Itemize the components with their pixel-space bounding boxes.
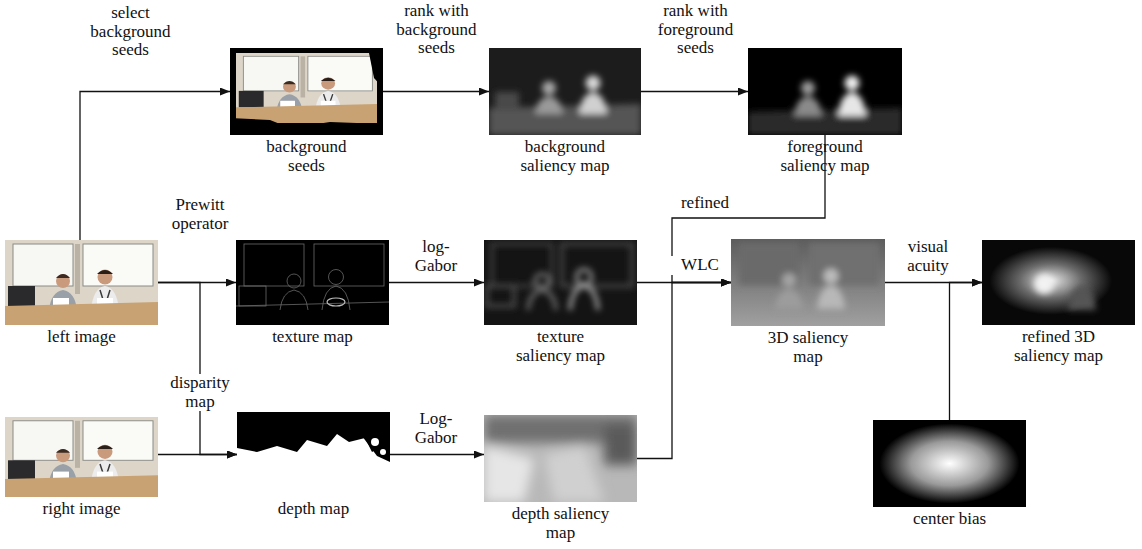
edge-label: rank with background seeds (389, 2, 484, 58)
image-panel: foreground saliency map (748, 48, 902, 135)
image-panel: left image (5, 240, 158, 325)
connector-arrow (389, 282, 484, 283)
left-image-picture (5, 240, 158, 325)
image-panel: background saliency map (489, 48, 641, 135)
image-caption: right image (2, 500, 162, 519)
image-panel: depth saliency map (484, 415, 637, 502)
connector-arrow (383, 91, 489, 92)
edge-label: select background seeds (83, 4, 178, 60)
edge-label: Log-Gabor (410, 410, 462, 447)
connector-arrow (641, 91, 748, 92)
image-panel: 3D saliency map (731, 239, 885, 326)
image-caption: background saliency map (510, 138, 620, 175)
image-caption: texture saliency map (511, 328, 611, 365)
edge-label: rank with foreground seeds (648, 2, 743, 58)
image-caption: left image (2, 328, 162, 347)
background-seeds-picture (230, 48, 383, 135)
image-caption: texture map (233, 328, 393, 347)
center-bias-picture (873, 420, 1026, 507)
image-caption: 3D saliency map (758, 329, 858, 366)
right-image-picture (5, 417, 158, 497)
image-panel: right image (5, 417, 158, 497)
connector-arrow (390, 454, 484, 455)
edge-label: WLC (670, 256, 730, 275)
image-caption: refined 3D saliency map (1009, 328, 1109, 365)
connector-arrow (950, 283, 983, 421)
edge-label: Prewitt operator (160, 196, 240, 233)
image-panel: background seeds (230, 48, 383, 135)
foreground-saliency-picture (748, 48, 902, 135)
background-saliency-picture (489, 48, 641, 135)
image-panel: refined 3D saliency map (982, 240, 1135, 325)
connector-arrow (158, 283, 237, 455)
edge-label: disparity map (160, 374, 240, 411)
edge-label: visual acuity (893, 238, 963, 275)
image-panel: depth map (237, 412, 390, 497)
depth-map-picture (237, 412, 390, 497)
depth-saliency-picture (484, 415, 637, 502)
refined-saliency-picture (982, 240, 1135, 325)
texture-map-picture (236, 240, 389, 325)
image-caption: foreground saliency map (770, 138, 880, 175)
image-caption: background seeds (257, 138, 357, 175)
edge-label: refined (665, 194, 745, 213)
3d-saliency-picture (731, 239, 885, 326)
image-caption: depth saliency map (503, 505, 618, 542)
image-panel: texture map (236, 240, 389, 325)
image-caption: center bias (870, 510, 1030, 529)
image-panel: texture saliency map (484, 240, 637, 325)
connector-arrow (158, 454, 237, 455)
edge-label: log-Gabor (410, 238, 462, 275)
texture-saliency-picture (484, 240, 637, 325)
image-caption: depth map (234, 500, 394, 519)
image-panel: center bias (873, 420, 1026, 507)
connector-arrow (637, 283, 731, 459)
